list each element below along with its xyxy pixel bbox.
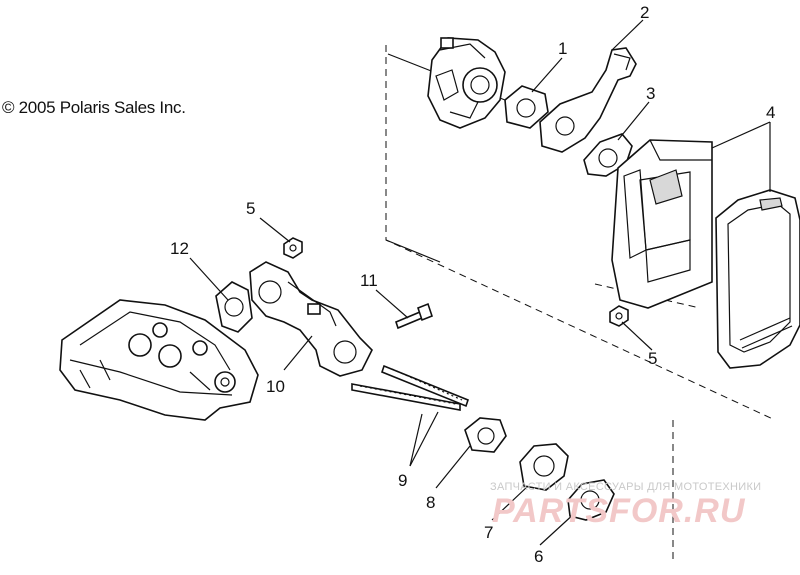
head-gasket [215, 281, 253, 333]
intake-manifold [249, 261, 373, 377]
callout-7: 7 [484, 523, 493, 542]
callout-11: 11 [360, 271, 378, 290]
callout-5-lower: 5 [648, 349, 657, 368]
callout-4: 4 [766, 103, 775, 122]
bolt [395, 302, 433, 330]
callout-3: 3 [646, 84, 655, 103]
callout-2: 2 [640, 3, 649, 22]
watermark-brand: PARTSFOR.RU [492, 492, 746, 530]
carburetor [427, 37, 506, 129]
callout-1: 1 [558, 39, 567, 58]
manifold-gasket [464, 417, 507, 453]
leader-lines [189, 19, 771, 546]
air-filter-box [611, 139, 713, 309]
air-filter-element [715, 189, 800, 369]
nut-upper [283, 237, 303, 259]
callout-8: 8 [426, 493, 435, 512]
spacer-gasket [567, 479, 615, 521]
callout-12: 12 [170, 239, 189, 258]
callout-9: 9 [398, 471, 407, 490]
callout-5-upper: 5 [246, 199, 255, 218]
copyright-text: © 2005 Polaris Sales Inc. [2, 98, 186, 117]
carburetor-gasket [504, 85, 549, 129]
nut-lower [609, 305, 629, 327]
callout-10: 10 [266, 377, 285, 396]
studs [351, 364, 469, 411]
watermark-tagline: ЗАПЧАСТИ И АКСЕССУАРЫ ДЛЯ МОТОТЕХНИКИ [490, 481, 762, 493]
cylinder-head [59, 299, 259, 421]
callout-6: 6 [534, 547, 543, 566]
throttle-bracket [539, 47, 637, 153]
